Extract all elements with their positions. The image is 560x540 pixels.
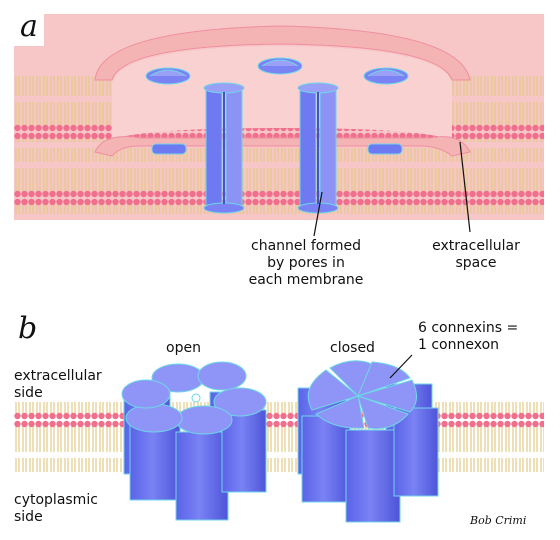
channel-label-line-2: by pores in bbox=[267, 255, 345, 271]
cytoplasmic-side-label: cytoplasmic side bbox=[14, 492, 98, 526]
channel-left bbox=[203, 82, 245, 214]
extracellular-pocket bbox=[112, 46, 452, 140]
lower-membrane bbox=[14, 148, 544, 214]
panel-b-membrane bbox=[14, 402, 544, 472]
extracellular-space-line-1: extracellular bbox=[432, 238, 520, 254]
extracellular-side-line-2: side bbox=[14, 385, 43, 401]
connexon-open bbox=[121, 361, 267, 521]
panel-a-letter: a bbox=[20, 9, 38, 44]
panel-b-letter: b bbox=[18, 311, 38, 346]
channel-label-line-3: each membrane bbox=[248, 272, 364, 288]
extracellular-space-label: extracellular space bbox=[420, 238, 532, 272]
extracellular-leader-line bbox=[459, 141, 471, 233]
connexon-label-line-2: 1 connexon bbox=[418, 337, 500, 353]
connexon-bottom-right bbox=[367, 143, 403, 155]
channel-right bbox=[297, 82, 339, 214]
connexon-top-center bbox=[257, 57, 303, 75]
lower-curved-membrane bbox=[94, 136, 471, 157]
channel-leader-line bbox=[313, 191, 323, 237]
extracellular-side-label: extracellular side bbox=[14, 368, 102, 402]
panel-a-letter-box bbox=[14, 14, 44, 46]
open-label: open bbox=[166, 340, 201, 356]
connexon-label: 6 connexins = 1 connexon bbox=[418, 320, 518, 354]
cytoplasmic-side-line-1: cytoplasmic bbox=[14, 492, 98, 508]
connexon-closed bbox=[297, 360, 439, 523]
artist-credit: Bob Crimi bbox=[470, 514, 527, 527]
extracellular-side-line-1: extracellular bbox=[14, 368, 102, 384]
connexon-bottom-left bbox=[151, 143, 187, 155]
extracellular-space-line-2: space bbox=[455, 255, 497, 271]
closed-label: closed bbox=[330, 340, 375, 356]
panel-b bbox=[14, 354, 544, 523]
connexon-top-left bbox=[145, 67, 191, 85]
connexon-label-line-1: 6 connexins = bbox=[418, 320, 519, 336]
upper-curved-membrane bbox=[94, 25, 471, 81]
channel-label-line-1: channel formed bbox=[251, 238, 361, 254]
cytoplasmic-side-line-2: side bbox=[14, 509, 43, 525]
panel-a bbox=[14, 14, 544, 237]
channel-label: channel formed by pores in each membrane bbox=[246, 238, 366, 289]
connexon-top-right bbox=[363, 67, 409, 85]
connexon-leader-line bbox=[389, 354, 413, 379]
